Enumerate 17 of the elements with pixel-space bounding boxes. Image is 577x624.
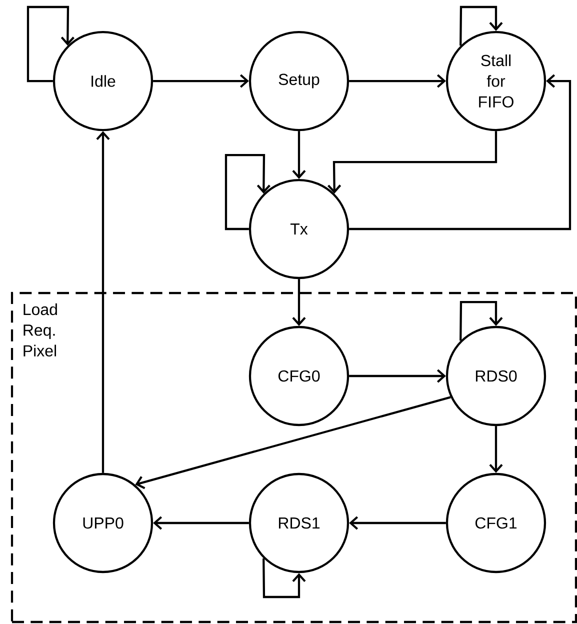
arrow	[96, 131, 110, 473]
arrow	[460, 300, 503, 341]
arrow	[224, 154, 270, 230]
arrow	[489, 426, 503, 473]
arrow	[153, 74, 249, 88]
arrow	[349, 516, 446, 530]
arrow	[349, 369, 446, 383]
arrow	[153, 516, 249, 530]
arrow	[292, 131, 306, 179]
arrow	[349, 74, 572, 230]
arrow	[292, 279, 306, 326]
arrow	[262, 558, 306, 598]
arrow	[135, 396, 451, 490]
arrow	[328, 131, 498, 194]
arrow	[26, 6, 74, 82]
arrow	[460, 6, 503, 46]
arrow	[349, 74, 446, 88]
